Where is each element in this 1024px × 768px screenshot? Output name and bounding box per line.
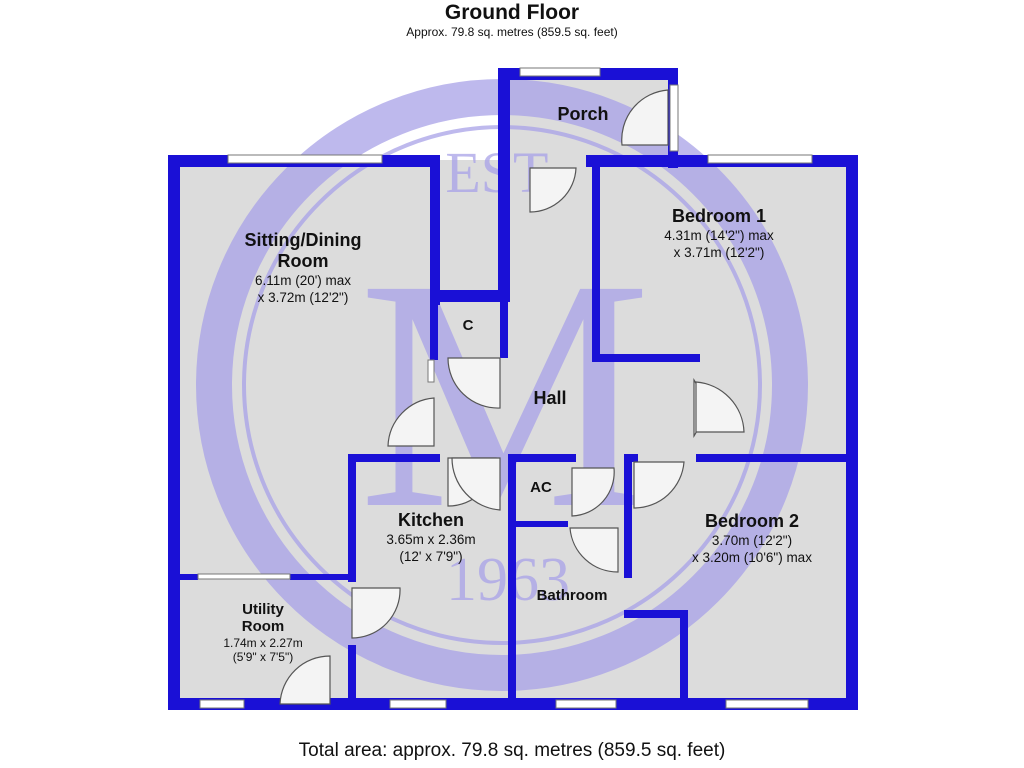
sitting-room-dim1: 6.11m (20') max [255,273,351,288]
door-utility-external [279,655,331,705]
door-sitting [387,397,435,447]
door-utility [351,587,401,639]
bedroom1-dim2: x 3.71m (12'2") [674,245,765,260]
window-utility [199,699,245,709]
kitchen-name: Kitchen [398,510,464,530]
wall-bath-step [624,610,684,618]
door-kitchen-right [451,457,501,511]
wall-ac-bottom [512,521,568,527]
utility-room-name-line2: Room [242,618,285,635]
wall-utility-top-right [290,574,356,580]
hall-label: Hall [533,388,566,408]
wall-sitting-right-upper [430,155,440,305]
floor-area-subtitle: Approx. 79.8 sq. metres (859.5 sq. feet) [406,25,618,39]
window-bed2 [725,699,809,709]
total-area-footer: Total area: approx. 79.8 sq. metres (859… [298,740,726,761]
wall-bed2-top [624,454,638,462]
floor-title: Ground Floor [444,1,580,24]
window-bathroom [555,699,617,709]
bathroom-label: Bathroom [537,587,608,604]
wall-bed1-bottom-left [592,354,700,362]
window-bed1-top [707,154,813,164]
bedroom2-floor [628,460,850,703]
door-bathroom [569,527,619,573]
wall-bed1-bottom-right [696,454,854,462]
door-bed2 [633,461,685,509]
windows [197,67,813,709]
wall-bed1-left [592,160,600,360]
window-porch-right [669,84,679,152]
window-sitting-side [427,359,435,383]
room-labels: Porch C Hall AC Bathroom Sitting/Dining … [223,104,812,664]
window-porch-top [519,67,601,77]
sitting-room-name-line1: Sitting/Dining [245,230,362,250]
wall-kitchen-left-lower [348,645,356,705]
wall-sitting-right-lower [430,302,438,360]
wall-kitchen-top [348,454,440,462]
sitting-room-dim2: x 3.72m (12'2") [258,290,349,305]
utility-room-name-line1: Utility [242,601,284,618]
bedroom1-name: Bedroom 1 [672,206,766,226]
wall-kitchen-left [348,454,356,582]
doors [279,89,745,705]
wall-right [846,155,858,710]
ac-label: AC [530,479,552,496]
wall-porch-left [498,68,510,302]
wall-cupboard-top [430,290,506,302]
window-kitchen [389,699,447,709]
door-cupboard [447,357,501,409]
wall-utility-top [168,574,198,580]
wall-porch-bottom [586,155,678,167]
kitchen-dim1: 3.65m x 2.36m [386,532,475,547]
door-porch-front [621,89,669,146]
bedroom2-dim2: x 3.20m (10'6") max [692,550,812,565]
door-bed1-swing [695,381,745,433]
wall-bath-right [624,454,632,578]
bedroom1-dim1: 4.31m (14'2") max [664,228,774,243]
wall-bath-right-lower [680,610,688,705]
door-ac [571,467,615,517]
cupboard-label: C [463,317,474,334]
wall-left [168,155,180,710]
bedroom2-name: Bedroom 2 [705,511,799,531]
sitting-room-name-line2: Room [278,251,329,271]
window-sitting-top [227,154,383,164]
kitchen-dim2: (12' x 7'9") [399,549,462,564]
bedroom2-dim1: 3.70m (12'2") [712,533,792,548]
wall-ac-top [508,454,576,462]
porch-label: Porch [557,104,608,124]
utility-room-dim2: (5'9" x 7'5") [233,650,293,664]
wall-kitchen-right [508,454,516,704]
window-utility-top [197,573,291,580]
wall-cupboard-right [500,302,508,358]
door-porch-hall [529,167,577,213]
utility-room-dim1: 1.74m x 2.27m [223,636,302,650]
